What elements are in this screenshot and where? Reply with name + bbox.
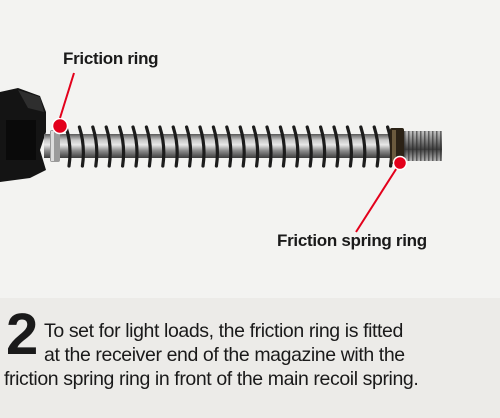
spring-coil bbox=[104, 125, 112, 168]
spring-coil bbox=[171, 125, 179, 168]
spring-coil bbox=[211, 125, 219, 168]
spring-coil bbox=[77, 125, 85, 168]
spring-coil bbox=[332, 125, 340, 168]
spring-coil bbox=[158, 125, 166, 168]
spring-coil bbox=[131, 125, 139, 168]
friction-spring-ring-label: Friction spring ring bbox=[277, 231, 427, 250]
pointer-line bbox=[355, 162, 401, 233]
magazine-tube-photo bbox=[0, 72, 442, 233]
spring-coil bbox=[278, 125, 286, 168]
receiver-block bbox=[0, 88, 46, 182]
spring-coil bbox=[359, 125, 367, 168]
friction-ring-marker bbox=[51, 117, 69, 135]
spring-coil bbox=[305, 125, 313, 168]
spring-coil bbox=[198, 125, 206, 168]
spring-coil bbox=[265, 125, 273, 168]
caption: 2 To set for light loads, the friction r… bbox=[0, 298, 500, 418]
caption-line-1: To set for light loads, the friction rin… bbox=[44, 320, 403, 342]
spring-coil bbox=[372, 125, 380, 168]
spring-coil bbox=[225, 125, 233, 168]
spring-coil bbox=[118, 125, 126, 168]
caption-line-2: at the receiver end of the magazine with… bbox=[44, 344, 405, 366]
threaded-end bbox=[404, 131, 442, 161]
spring-coil bbox=[319, 125, 327, 168]
spring-coil bbox=[238, 125, 246, 168]
caption-line-3: friction spring ring in front of the mai… bbox=[4, 368, 419, 390]
spring-coil bbox=[185, 125, 193, 168]
step-number: 2 bbox=[6, 302, 39, 367]
friction-ring-label: Friction ring bbox=[63, 49, 159, 68]
spring-coil bbox=[144, 125, 152, 168]
recoil-spring bbox=[64, 125, 394, 168]
pointer-line-top bbox=[59, 72, 75, 119]
spring-coil bbox=[252, 125, 260, 168]
spring-coil bbox=[292, 125, 300, 168]
photo: Friction ring Friction spring ring bbox=[0, 0, 500, 298]
spring-coil bbox=[91, 125, 99, 168]
spring-coil bbox=[345, 125, 353, 168]
friction-spring-ring-marker bbox=[392, 155, 408, 171]
